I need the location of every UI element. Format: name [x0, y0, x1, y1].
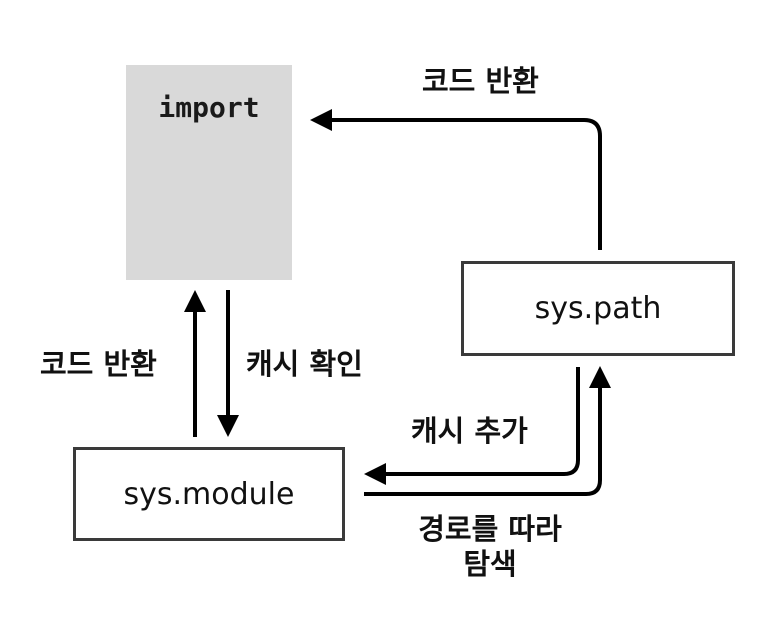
import-node-label: import [158, 91, 260, 124]
edge-label-cache-check: 캐시 확인 [246, 347, 363, 381]
sys-path-node: sys.path [461, 261, 735, 356]
sys-module-node-label: sys.module [123, 476, 295, 512]
edge-label-syspath-return: 코드 반환 [422, 64, 539, 98]
edge-label-cache-add: 캐시 추가 [411, 414, 528, 448]
edge-label-module-return: 코드 반환 [40, 347, 157, 381]
sys-module-node: sys.module [73, 447, 345, 541]
edge-label-path-search: 경로를 따라 탐색 [405, 512, 575, 582]
edge-module-to-import [184, 290, 206, 437]
edge-import-to-module [217, 290, 239, 437]
edge-syspath-to-import [310, 109, 602, 250]
edge-label-path-search-line2: 탐색 [463, 546, 517, 581]
sys-path-node-label: sys.path [534, 291, 662, 326]
import-node: import [126, 65, 292, 280]
edge-module-to-syspath [364, 366, 611, 496]
edge-syspath-to-module [364, 367, 580, 485]
edge-label-path-search-line1: 경로를 따라 [418, 512, 562, 546]
